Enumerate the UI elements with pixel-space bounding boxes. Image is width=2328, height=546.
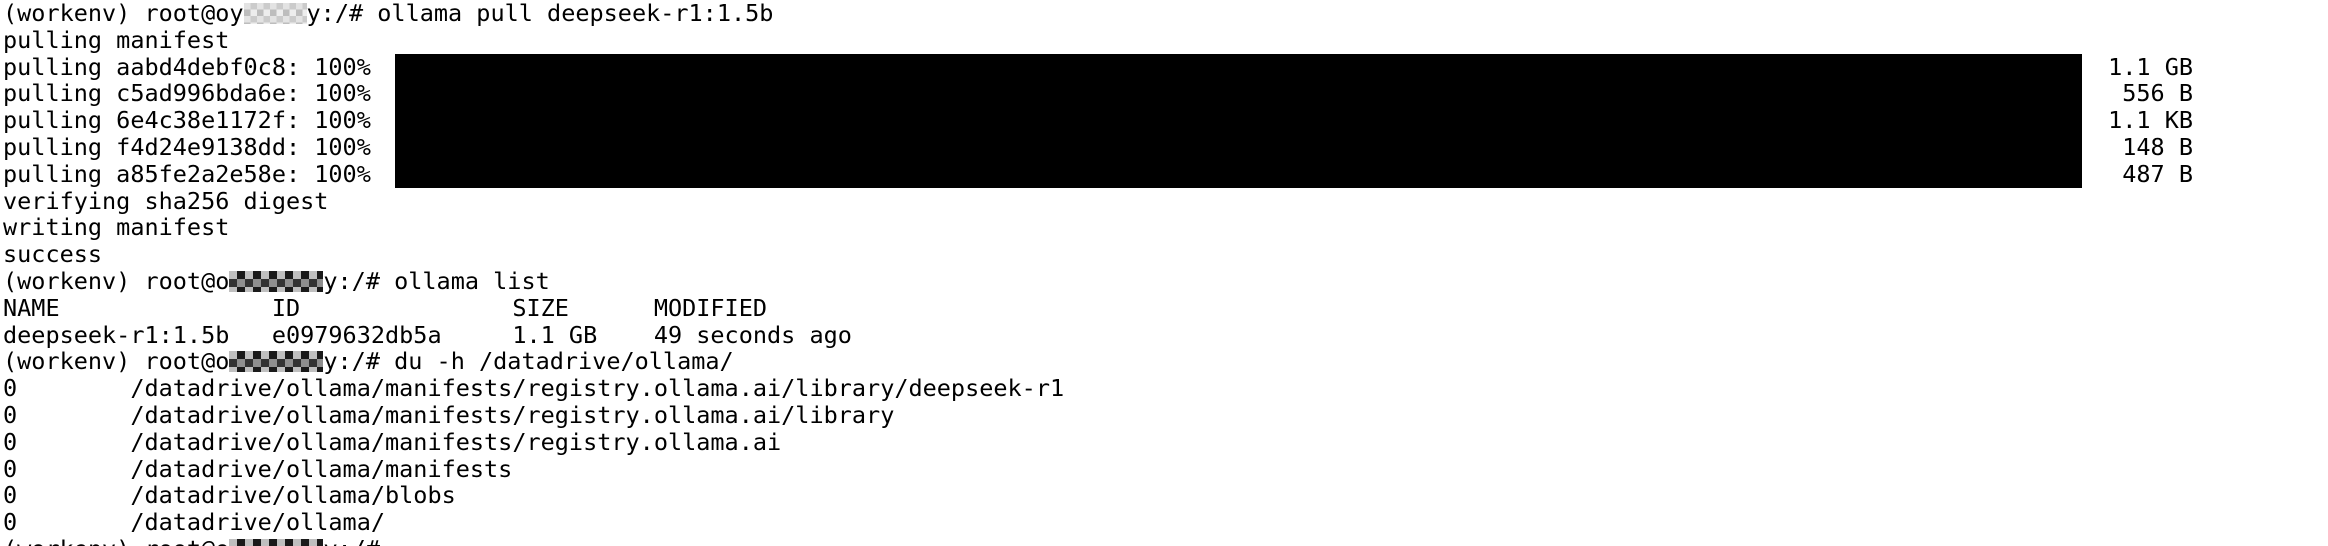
du-output-line: 0 /datadrive/ollama/blobs [3, 482, 2328, 509]
output-line: verifying sha256 digest [3, 186, 2328, 215]
progress-label: pulling 6e4c38e1172f: 100% [3, 106, 371, 135]
progress-bar [395, 53, 2082, 81]
du-output-line: 0 /datadrive/ollama/manifests/registry.o… [3, 402, 2328, 429]
progress-bar [395, 160, 2082, 188]
redacted-hostname [229, 270, 324, 292]
output-text: success [3, 240, 103, 269]
redacted-hostname [229, 538, 324, 546]
progress-line: pulling aabd4debf0c8: 100% 1.1 GB [3, 52, 2328, 81]
prompt-command: y:/# ollama pull deepseek-r1:1.5b [306, 0, 774, 27]
progress-label: pulling c5ad996bda6e: 100% [3, 79, 371, 108]
output-text: pulling manifest [3, 25, 230, 54]
prompt-prefix: (workenv) root@oy [3, 0, 244, 27]
model-table-row: deepseek-r1:1.5b e0979632db5a 1.1 GB 49 … [3, 320, 2328, 349]
progress-line: pulling a85fe2a2e58e: 100% 487 B [3, 159, 2328, 188]
prompt-command: y:/# ollama list [323, 266, 550, 295]
output-line: success [3, 241, 2328, 268]
download-size: 148 B [2122, 132, 2193, 161]
du-output-line: 0 /datadrive/ollama/manifests [3, 454, 2328, 483]
redacted-hostname [243, 3, 307, 24]
prompt-prefix: (workenv) root@o [3, 347, 230, 376]
progress-bar [395, 107, 2082, 134]
output-text: writing manifest [3, 213, 230, 242]
progress-label: pulling aabd4debf0c8: 100% [3, 52, 371, 81]
output-text: verifying sha256 digest [3, 186, 329, 215]
du-output-line: 0 /datadrive/ollama/manifests/registry.o… [3, 427, 2328, 456]
progress-label: pulling f4d24e9138dd: 100% [3, 132, 371, 161]
model-table-header: NAME ID SIZE MODIFIED [3, 293, 2328, 322]
prompt-line-ollama-pull: (workenv) root@oy y:/# ollama pull deepse… [3, 0, 2328, 27]
download-size: 487 B [2122, 159, 2193, 188]
prompt-prefix: (workenv) root@o [3, 266, 230, 295]
progress-bar [395, 133, 2082, 161]
prompt-line-du: (workenv) root@o y:/# du -h /datadrive/ol… [3, 348, 2328, 375]
du-output-line: 0 /datadrive/ollama/manifests/registry.o… [3, 375, 2328, 402]
du-entry: 0 /datadrive/ollama/manifests [3, 454, 513, 483]
du-entry: 0 /datadrive/ollama/manifests/registry.o… [3, 427, 782, 456]
table-header-text: NAME ID SIZE MODIFIED [3, 293, 768, 322]
du-entry: 0 /datadrive/ollama/manifests/registry.o… [3, 400, 895, 429]
redacted-hostname [229, 351, 324, 373]
du-entry: 0 /datadrive/ollama/manifests/registry.o… [3, 374, 1065, 403]
prompt-command: y:/# du -h /datadrive/ollama/ [323, 347, 734, 376]
download-size: 1.1 KB [2108, 106, 2193, 135]
du-output-line: 0 /datadrive/ollama/ [3, 509, 2328, 536]
download-size: 1.1 GB [2108, 52, 2193, 81]
download-size: 556 B [2122, 79, 2193, 108]
output-line: writing manifest [3, 214, 2328, 241]
progress-bar [395, 80, 2082, 108]
progress-line: pulling 6e4c38e1172f: 100% 1.1 KB [3, 107, 2328, 134]
du-entry: 0 /datadrive/ollama/blobs [3, 481, 456, 510]
du-entry: 0 /datadrive/ollama/ [3, 508, 386, 537]
progress-line: pulling c5ad996bda6e: 100% 556 B [3, 79, 2328, 108]
table-row-text: deepseek-r1:1.5b e0979632db5a 1.1 GB 49 … [3, 320, 852, 349]
prompt-command: y:/# [323, 535, 380, 546]
progress-line: pulling f4d24e9138dd: 100% 148 B [3, 134, 2328, 161]
output-line: pulling manifest [3, 25, 2328, 54]
progress-label: pulling a85fe2a2e58e: 100% [3, 159, 371, 188]
prompt-prefix: (workenv) root@o [3, 535, 229, 546]
prompt-line-ollama-list: (workenv) root@o y:/# ollama list [3, 268, 2328, 295]
prompt-line-partial: (workenv) root@o y:/# [3, 536, 2328, 546]
